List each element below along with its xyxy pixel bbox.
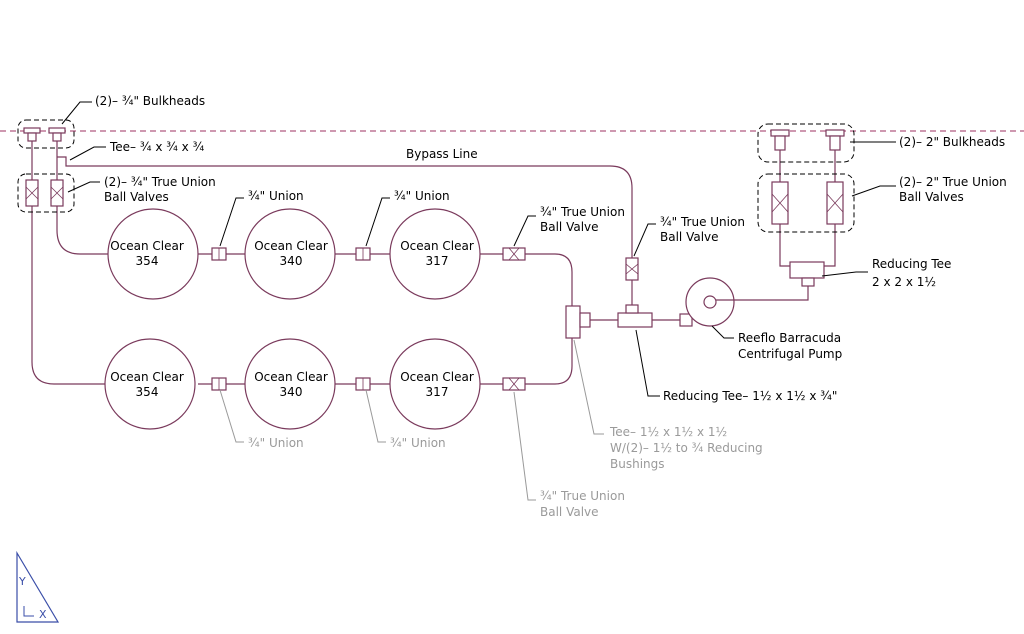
ball-valves-34 [25, 179, 639, 391]
filter-name: Ocean Clear [110, 370, 184, 384]
label-union-top-2: ¾" Union [394, 189, 450, 203]
label-true-union-2-b: Ball Valves [899, 190, 964, 204]
label-bypass-line: Bypass Line [406, 147, 478, 161]
label-tee-34: Tee– ¾ x ¾ x ¾ [109, 140, 205, 154]
leader-bulkheads-34 [61, 101, 92, 125]
label-ball-valves-34: Ball Valves [104, 190, 169, 204]
label-bulkheads-34: (2)– ¾" Bulkheads [95, 94, 205, 108]
leader-true-union-2 [851, 185, 896, 197]
ball-valves-34-group [17, 173, 75, 213]
bulkheads-34 [23, 127, 66, 142]
label-reducing-tee-2-b: 2 x 2 x 1½ [872, 275, 936, 289]
ball-valve-left-2 [50, 179, 64, 207]
ball-valve-left-1 [25, 179, 39, 207]
filter-top-2: Ocean Clear 340 [244, 208, 336, 300]
filter-model: 340 [280, 254, 303, 268]
filter-bottom-2: Ocean Clear 340 [244, 338, 336, 430]
label-bv-bypass-b: Ball Valve [660, 230, 719, 244]
filter-body [389, 208, 481, 300]
filter-body [244, 208, 336, 300]
filter-name: Ocean Clear [400, 239, 474, 253]
ucs-x-label: X [39, 608, 47, 621]
leader-bv-top [513, 215, 536, 247]
pump [685, 277, 735, 327]
ucs-icon: Y X [16, 550, 60, 623]
tee-15 [565, 305, 591, 339]
unions [211, 247, 371, 391]
label-pump-a: Reeflo Barracuda [738, 331, 841, 345]
pipe-pump-outlet [732, 286, 809, 301]
bulkheads-34-group [17, 119, 75, 149]
union-top-2 [355, 247, 371, 261]
filter-model: 354 [136, 254, 159, 268]
ball-valve-bottom [502, 377, 526, 391]
leader-union-top-2 [365, 197, 390, 247]
pipe-top-feed [56, 140, 108, 255]
ucs-y-label: Y [18, 575, 26, 588]
label-bulkheads-2: (2)– 2" Bulkheads [899, 135, 1005, 149]
filter-body [244, 338, 336, 430]
leader-tee-15 [573, 339, 604, 435]
filter-name: Ocean Clear [110, 239, 184, 253]
leader-tee-34 [69, 146, 106, 161]
filter-name: Ocean Clear [254, 239, 328, 253]
bulkheads-2-group [757, 123, 855, 163]
filter-model: 354 [136, 385, 159, 399]
label-reducing-tee-small: Reducing Tee– 1½ x 1½ x ¾" [663, 389, 837, 403]
union-bottom-2 [355, 377, 371, 391]
ball-valves-2 [771, 181, 844, 225]
filter-model: 317 [426, 385, 449, 399]
label-union-bottom-2: ¾" Union [390, 436, 446, 450]
union-bottom-1 [211, 377, 227, 391]
filter-body [104, 338, 196, 430]
filter-bottom-1: Ocean Clear 354 [104, 338, 196, 430]
label-bv-top-b: Ball Valve [540, 220, 599, 234]
leader-true-union-34 [67, 181, 100, 193]
labels: (2)– ¾" Bulkheads Tee– ¾ x ¾ x ¾ (2)– ¾"… [95, 94, 1007, 519]
label-true-union-34: (2)– ¾" True Union [104, 175, 216, 189]
label-bv-bypass-a: ¾" True Union [660, 215, 745, 229]
leader-reducing-tee-2 [821, 271, 868, 277]
pipe-bottom-feed [31, 140, 108, 385]
pump-impeller [703, 295, 717, 309]
label-bv-top-a: ¾" True Union [540, 205, 625, 219]
reducing-tee-small [617, 304, 653, 328]
leader-reducing-tee-small [635, 329, 660, 397]
leader-union-top-1 [219, 197, 244, 247]
bulkheads-2 [770, 129, 845, 151]
filter-model: 340 [280, 385, 303, 399]
leaders [61, 101, 896, 501]
filter-name: Ocean Clear [254, 370, 328, 384]
label-pump-b: Centrifugal Pump [738, 347, 842, 361]
label-union-bottom-1: ¾" Union [248, 436, 304, 450]
leader-pump [711, 325, 734, 339]
ball-valve-bypass [625, 257, 639, 281]
leader-union-bottom-1 [219, 389, 244, 443]
union-top-1 [211, 247, 227, 261]
label-tee-15-c: Bushings [610, 457, 665, 471]
label-true-union-2-a: (2)– 2" True Union [899, 175, 1007, 189]
leader-union-bottom-2 [365, 389, 386, 443]
pump-inlet-fitting [679, 313, 693, 327]
filter-body [389, 338, 481, 430]
label-bv-bottom-a: ¾" True Union [540, 489, 625, 503]
label-bv-bottom-b: Ball Valve [540, 505, 599, 519]
filters: Ocean Clear 354 Ocean Clear 340 Ocean Cl… [104, 208, 481, 430]
reducing-tee-2 [789, 261, 825, 287]
label-union-top-1: ¾" Union [248, 189, 304, 203]
label-reducing-tee-2-a: Reducing Tee [872, 257, 951, 271]
label-tee-15-a: Tee– 1½ x 1½ x 1½ [609, 425, 727, 439]
label-tee-15-b: W/(2)– 1½ to ¾ Reducing [610, 441, 763, 455]
leader-bv-bottom [513, 391, 536, 501]
filter-bottom-3: Ocean Clear 317 [389, 338, 481, 430]
bypass-line [57, 156, 633, 258]
filter-top-1: Ocean Clear 354 [107, 208, 199, 300]
ball-valve-top [502, 247, 526, 261]
leader-bv-bypass [633, 223, 656, 257]
filter-body [107, 208, 199, 300]
filter-model: 317 [426, 254, 449, 268]
filter-top-3: Ocean Clear 317 [389, 208, 481, 300]
filter-name: Ocean Clear [400, 370, 474, 384]
